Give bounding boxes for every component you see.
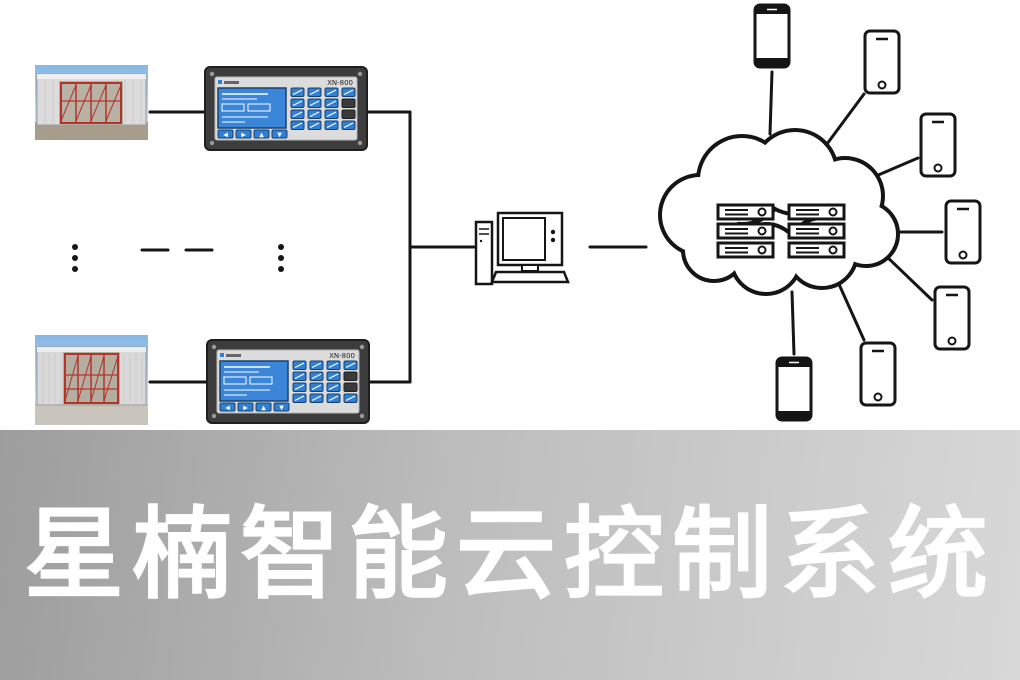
server-rack-icon [787,222,846,240]
server-rack-icon [787,203,846,221]
line-cloud-phone5 [882,252,934,302]
smartphone-icon-5 [933,285,971,351]
server-rack-icon [787,241,846,259]
smartphone-icon-1 [753,3,791,69]
line-cloud-phone6 [836,280,866,342]
server-rack-icon [716,222,775,240]
smartphone-icon-3 [919,112,957,178]
line-cloud-phone1 [768,70,774,136]
architecture-diagram: XN-800 ◀ ▶ ▲ ▼ [35,3,982,425]
smartphone-icon-6 [859,341,897,407]
vertical-ellipsis-left [72,244,78,272]
system-title: 星楠智能云控制系统 [24,496,996,613]
drying-room-photo-top [35,65,148,140]
line-cloud-phone2 [822,92,866,150]
connection-lines [140,70,944,384]
controller-top [204,66,368,151]
server-rack-icon [716,203,775,221]
vertical-ellipsis-right [278,244,284,272]
drying-room-photo-bottom [35,335,148,425]
desktop-computer-icon [474,211,570,286]
line-cloud-phone7 [790,290,796,356]
smartphone-icon-4 [944,199,982,265]
cloud-icon [658,128,900,296]
smartphone-icon-7 [775,356,813,422]
controller-bottom [206,339,370,424]
smartphone-icon-2 [863,29,901,95]
title-banner: 星楠智能云控制系统 [0,430,1020,680]
line-cloud-phone3 [874,156,920,178]
server-rack-icon [716,241,775,259]
